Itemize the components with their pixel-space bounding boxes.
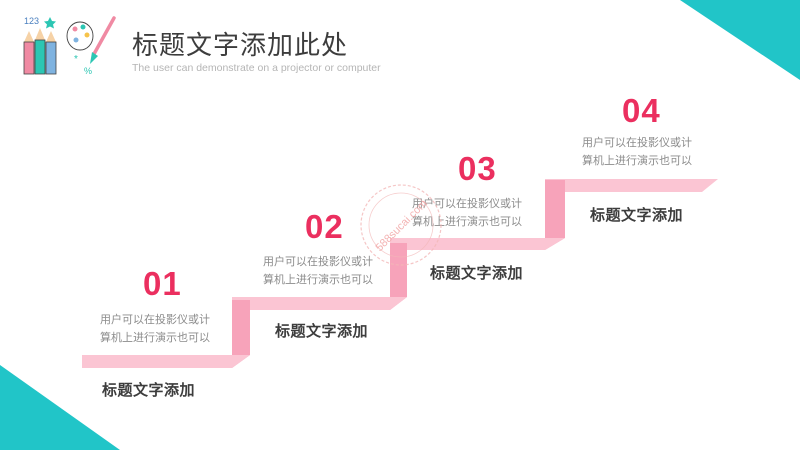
ribbon-step-2: [232, 297, 407, 310]
ribbon-step-4: [545, 179, 718, 192]
asterisk-icon: *: [74, 54, 78, 65]
logo-number-text: 123: [24, 16, 39, 26]
step-1-description: 用户可以在投影仪或计 算机上进行演示也可以: [100, 313, 210, 344]
step-2-number: 02: [305, 208, 344, 245]
ribbon-riser-2: [390, 243, 407, 310]
step-1-label: 标题文字添加: [102, 381, 196, 399]
page-title: 标题文字添加此处: [132, 31, 349, 61]
corner-triangle-bottom-left: [0, 365, 120, 450]
corner-triangle-top-right: [680, 0, 800, 80]
palette-icon: [66, 21, 94, 51]
step-2-description: 用户可以在投影仪或计 算机上进行演示也可以: [263, 255, 373, 286]
star-icon: [44, 17, 56, 29]
step-2-label: 标题文字添加: [275, 322, 369, 340]
step-3-number: 03: [458, 150, 497, 187]
step-4-label: 标题文字添加: [590, 206, 684, 224]
page-subtitle: The user can demonstrate on a projector …: [132, 62, 381, 74]
ribbon-step-1: [82, 355, 250, 368]
step-4-description: 用户可以在投影仪或计 算机上进行演示也可以: [582, 136, 692, 167]
percent-icon: %: [84, 66, 92, 76]
step-4-number: 04: [622, 92, 661, 129]
ribbon-riser-1: [232, 300, 250, 368]
art-supplies-logo: 123 % *: [23, 16, 116, 76]
step-1-number: 01: [143, 265, 182, 302]
pencils-icon: [23, 28, 57, 75]
ribbon-step-3: [390, 238, 565, 250]
watermark-text: 588sucai.com: [373, 197, 429, 253]
ribbon-riser-3: [545, 180, 565, 250]
watermark-stamp: 588sucai.com: [360, 184, 442, 266]
step-3-description: 用户可以在投影仪或计 算机上进行演示也可以: [412, 197, 522, 228]
step-3-label: 标题文字添加: [430, 264, 524, 282]
paintbrush-icon: [90, 16, 116, 64]
